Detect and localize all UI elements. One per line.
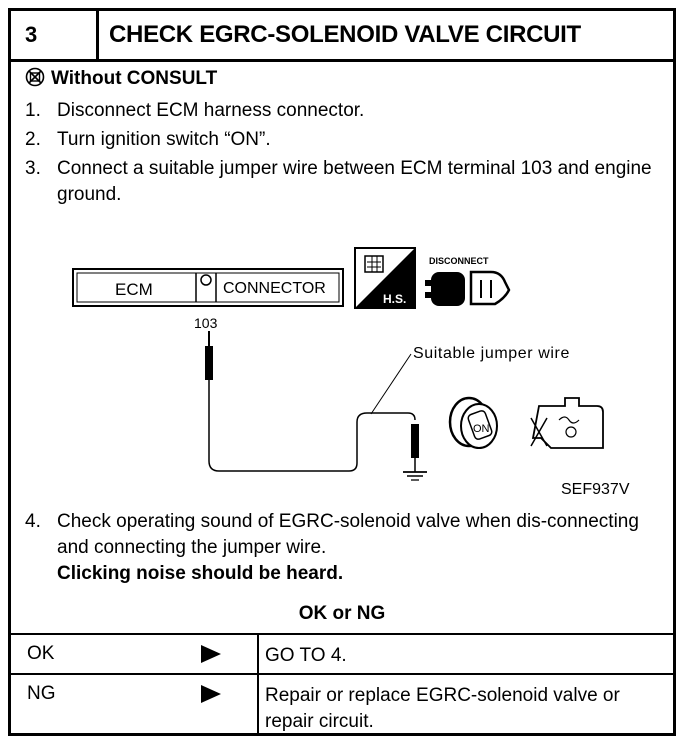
ground-icon	[403, 471, 427, 481]
mode-label: Without CONSULT	[51, 68, 218, 89]
ignition-key-icon: ON	[448, 396, 498, 449]
list-item: 2. Turn ignition switch “ON”.	[25, 127, 665, 153]
result-table: OK GO TO 4. NG Repair or replace EGRC-so…	[11, 633, 673, 735]
result-action: GO TO 4.	[257, 635, 645, 673]
jumper-label: Suitable jumper wire	[413, 345, 570, 362]
procedure-box: 3 CHECK EGRC-SOLENOID VALVE CIRCUIT With…	[8, 8, 676, 736]
mode-line: Without CONSULT	[25, 66, 217, 95]
step-item-number: 4.	[25, 511, 41, 532]
step-item-text: Check operating sound of EGRC-solenoid v…	[57, 511, 639, 558]
ignition-on-label: ON	[473, 423, 490, 435]
arrow-right-icon	[201, 645, 221, 663]
wiring-diagram: ECM CONNECTOR 103 H.S. DISCONNECT	[72, 247, 604, 481]
emphasis-text: Clicking noise should be heard.	[57, 563, 344, 584]
table-row: OK GO TO 4.	[11, 633, 673, 673]
result-label: OK	[27, 643, 55, 664]
arrow-right-icon	[201, 685, 221, 703]
jumper-wire	[205, 331, 419, 472]
result-action: Repair or replace EGRC-solenoid valve or…	[257, 675, 645, 735]
step-title: CHECK EGRC-SOLENOID VALVE CIRCUIT	[109, 21, 581, 48]
ecm-connector: ECM CONNECTOR 103	[72, 268, 344, 331]
step-header: 3 CHECK EGRC-SOLENOID VALVE CIRCUIT	[11, 11, 673, 62]
harness-service-icon: H.S.	[354, 247, 416, 309]
list-item: 3. Connect a suitable jumper wire betwee…	[25, 156, 665, 208]
figure-code: SEF937V	[561, 481, 630, 498]
step-item-text: Disconnect ECM harness connector.	[57, 100, 365, 121]
engine-icon	[530, 397, 604, 449]
terminal-label: 103	[194, 315, 218, 331]
step-list: 1. Disconnect ECM harness connector. 2. …	[25, 98, 665, 211]
table-row: NG Repair or replace EGRC-solenoid valve…	[11, 673, 673, 735]
ecm-label: ECM	[115, 280, 153, 299]
step-item-number: 1.	[25, 100, 41, 121]
step-item-text: Connect a suitable jumper wire between E…	[57, 158, 652, 205]
disconnect-icon: DISCONNECT	[425, 256, 511, 306]
step-item-number: 2.	[25, 129, 41, 150]
disconnect-label: DISCONNECT	[429, 256, 489, 266]
no-consult-icon	[25, 67, 45, 95]
leader-line	[370, 353, 412, 415]
result-label: NG	[27, 683, 56, 704]
step-number: 3	[11, 11, 99, 59]
step-item-text: Turn ignition switch “ON”.	[57, 129, 271, 150]
step-item-number: 3.	[25, 158, 41, 179]
connector-label: CONNECTOR	[223, 280, 326, 297]
hs-label: H.S.	[383, 292, 406, 306]
result-heading: OK or NG	[298, 603, 386, 624]
step-4: 4. Check operating sound of EGRC-solenoi…	[25, 509, 665, 590]
list-item: 1. Disconnect ECM harness connector.	[25, 98, 665, 124]
